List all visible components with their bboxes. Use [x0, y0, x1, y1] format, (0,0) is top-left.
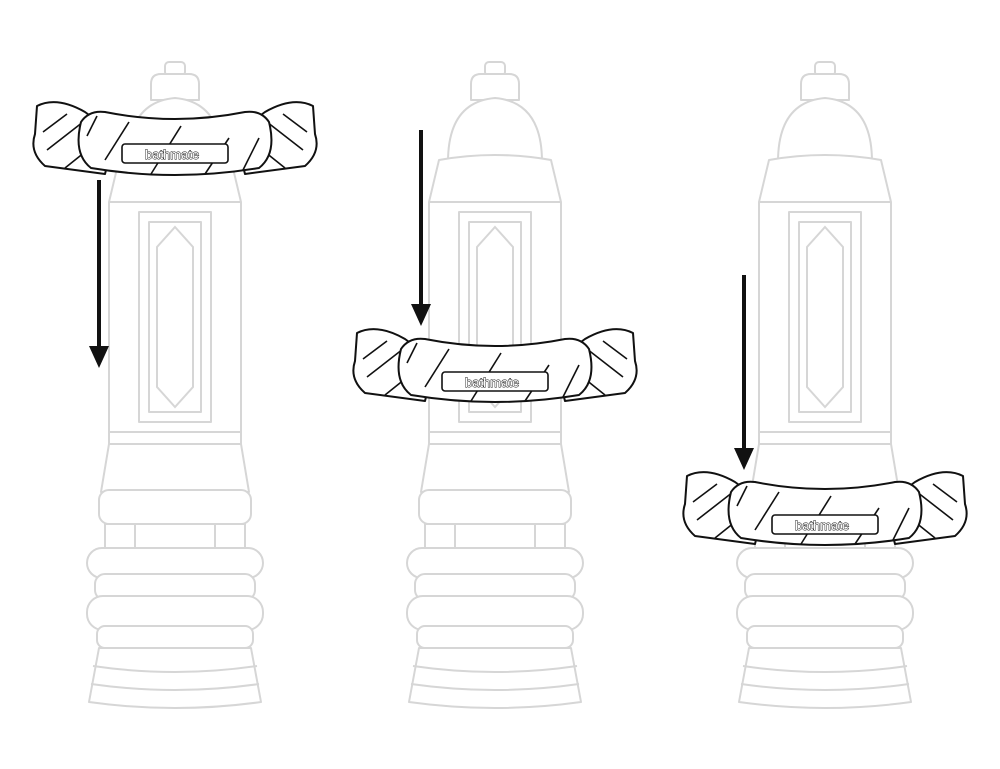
step-1: bathmate	[33, 62, 316, 708]
brand-label-2: bathmate	[465, 375, 519, 390]
step-2: bathmate	[353, 62, 636, 708]
step-3: bathmate	[683, 62, 966, 708]
brand-label-1: bathmate	[145, 147, 199, 162]
arrow-down-1	[89, 180, 109, 368]
pump-3	[737, 62, 913, 708]
brand-label-3: bathmate	[795, 518, 849, 533]
arrow-down-3	[734, 275, 754, 470]
